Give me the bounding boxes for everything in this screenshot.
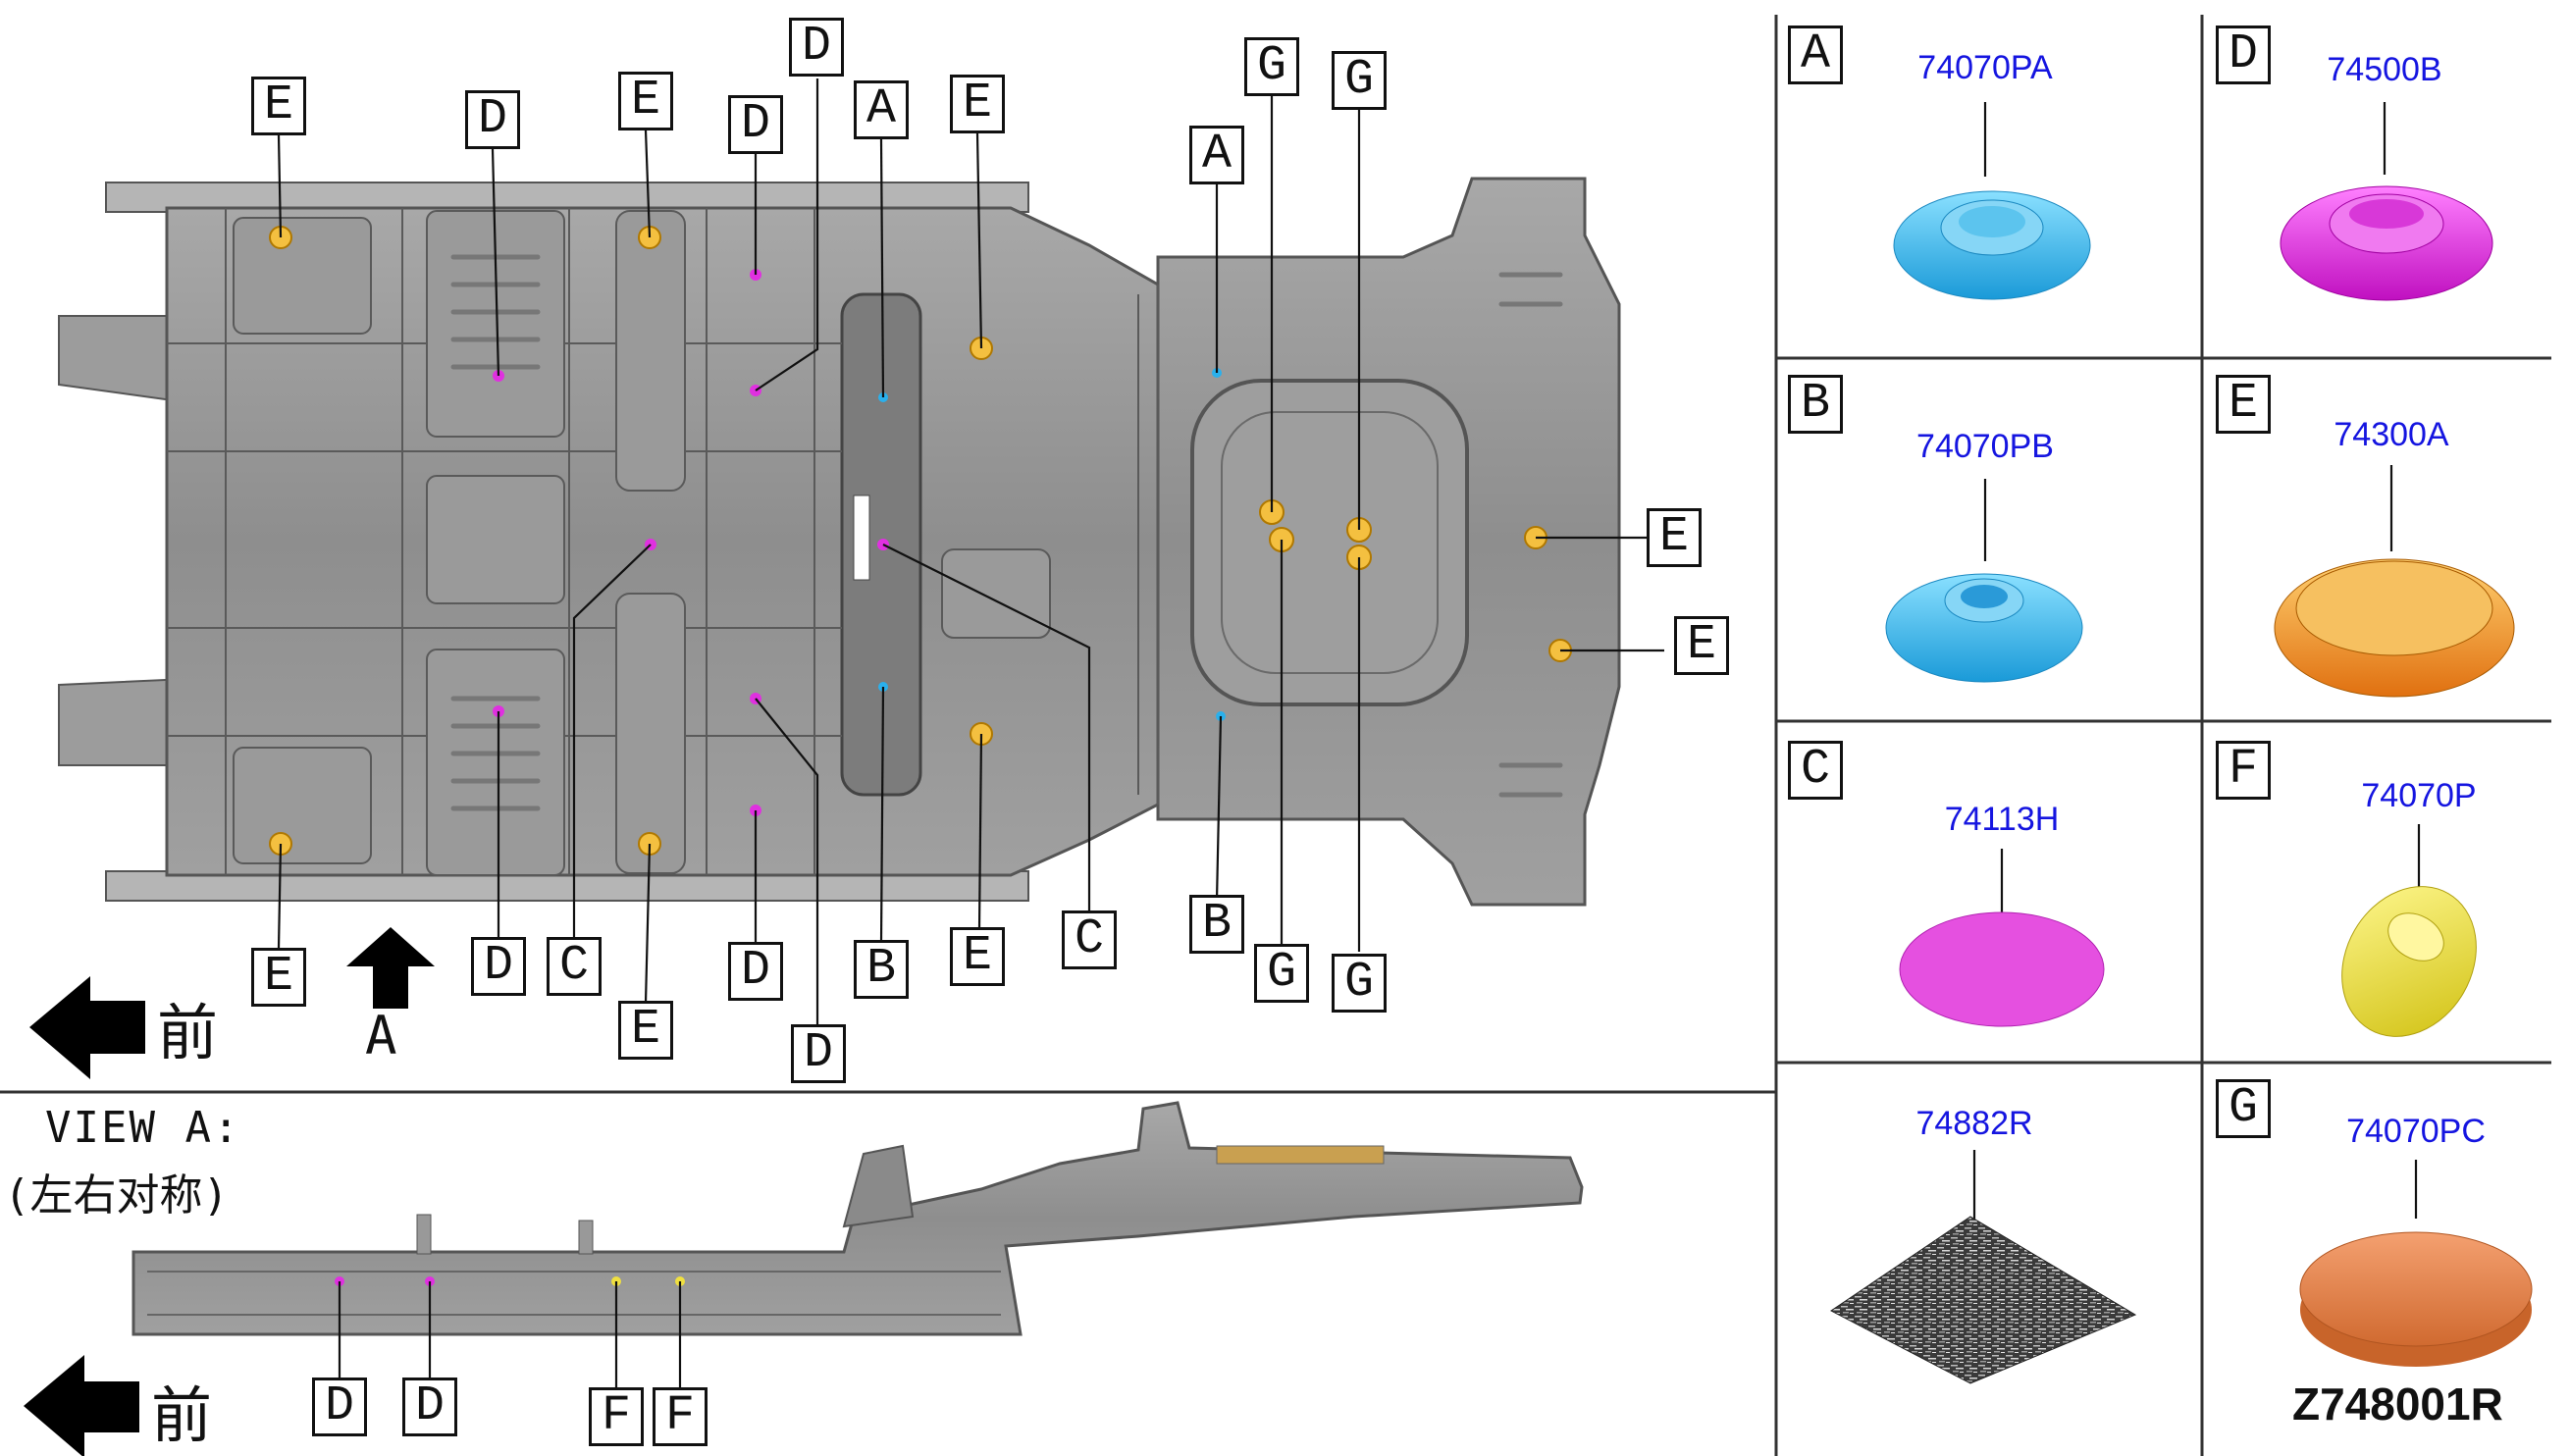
callout-top: D <box>789 18 844 77</box>
callout-top: E <box>618 1001 673 1060</box>
legend-part-F-shape <box>2341 824 2477 1037</box>
view-a-arrow <box>346 927 435 1009</box>
drawing-code: Z748001R <box>2292 1378 2503 1430</box>
front-label-top: 前 <box>157 997 219 1068</box>
legend-part-number-noise: 74882R <box>1915 1105 2033 1142</box>
callout-top: D <box>728 942 783 1001</box>
callout-side: F <box>589 1387 644 1446</box>
legend-part-number-E: 74300A <box>2334 416 2449 453</box>
callout-top: G <box>1254 944 1309 1003</box>
legend-part-noise-shape <box>1830 1150 2137 1384</box>
callout-top: D <box>791 1024 846 1083</box>
legend-letter-F: F <box>2216 741 2271 800</box>
callout-top: G <box>1332 51 1387 110</box>
callout-top: D <box>728 95 783 154</box>
callout-top: D <box>465 90 520 149</box>
legend-part-number-C: 74113H <box>1944 801 2060 838</box>
legend-part-E-shape <box>2274 465 2515 698</box>
callout-top: B <box>1189 895 1244 954</box>
callout-top: E <box>251 948 306 1007</box>
legend-letter-B: B <box>1788 375 1843 434</box>
callout-top: C <box>1062 910 1117 969</box>
legend-part-number-G: 74070PC <box>2346 1113 2486 1150</box>
legend-part-B-shape <box>1885 479 2083 683</box>
callout-top: E <box>1674 616 1729 675</box>
side-view <box>131 1101 1584 1387</box>
callout-top: A <box>854 80 909 139</box>
legend-part-D-shape <box>2280 102 2493 301</box>
legend-part-C-shape <box>1899 849 2105 1027</box>
legend-letter-D: D <box>2216 26 2271 84</box>
legend-part-A-shape <box>1893 102 2091 300</box>
callout-side: D <box>402 1378 457 1436</box>
view-a-arrow-label: A <box>365 1005 397 1066</box>
legend-part-G-shape <box>2299 1160 2533 1367</box>
callout-top: G <box>1332 954 1387 1013</box>
callout-top: E <box>251 77 306 135</box>
callout-top: E <box>1647 508 1702 567</box>
callout-top: G <box>1244 37 1299 96</box>
front-arrow-bottom <box>24 1355 139 1456</box>
legend-part-number-F: 74070P <box>2361 777 2477 814</box>
callout-top: B <box>854 940 909 999</box>
callout-side: F <box>653 1387 708 1446</box>
front-label-bottom: 前 <box>151 1379 213 1451</box>
legend-part-number-D: 74500B <box>2327 51 2442 88</box>
legend-part-number-A: 74070PA <box>1917 49 2053 86</box>
callout-top: A <box>1189 126 1244 184</box>
callout-top: C <box>547 937 602 996</box>
front-arrow-top <box>29 976 145 1079</box>
view-a-title: VIEW A: <box>45 1103 241 1153</box>
leader-lines <box>277 78 1664 1024</box>
callout-top: D <box>471 937 526 996</box>
floor-pan-top-view <box>58 177 1621 907</box>
callout-top: E <box>950 75 1005 133</box>
frame-lines <box>0 15 2551 1456</box>
legend-letter-A: A <box>1788 26 1843 84</box>
view-a-note: (左右对称) <box>4 1170 229 1221</box>
callout-side: D <box>312 1378 367 1436</box>
legend-letter-C: C <box>1788 741 1843 800</box>
legend-letter-E: E <box>2216 375 2271 434</box>
callout-top: E <box>618 72 673 130</box>
legend-letter-G: G <box>2216 1079 2271 1138</box>
legend-part-number-B: 74070PB <box>1916 428 2054 465</box>
callout-top: E <box>950 927 1005 986</box>
